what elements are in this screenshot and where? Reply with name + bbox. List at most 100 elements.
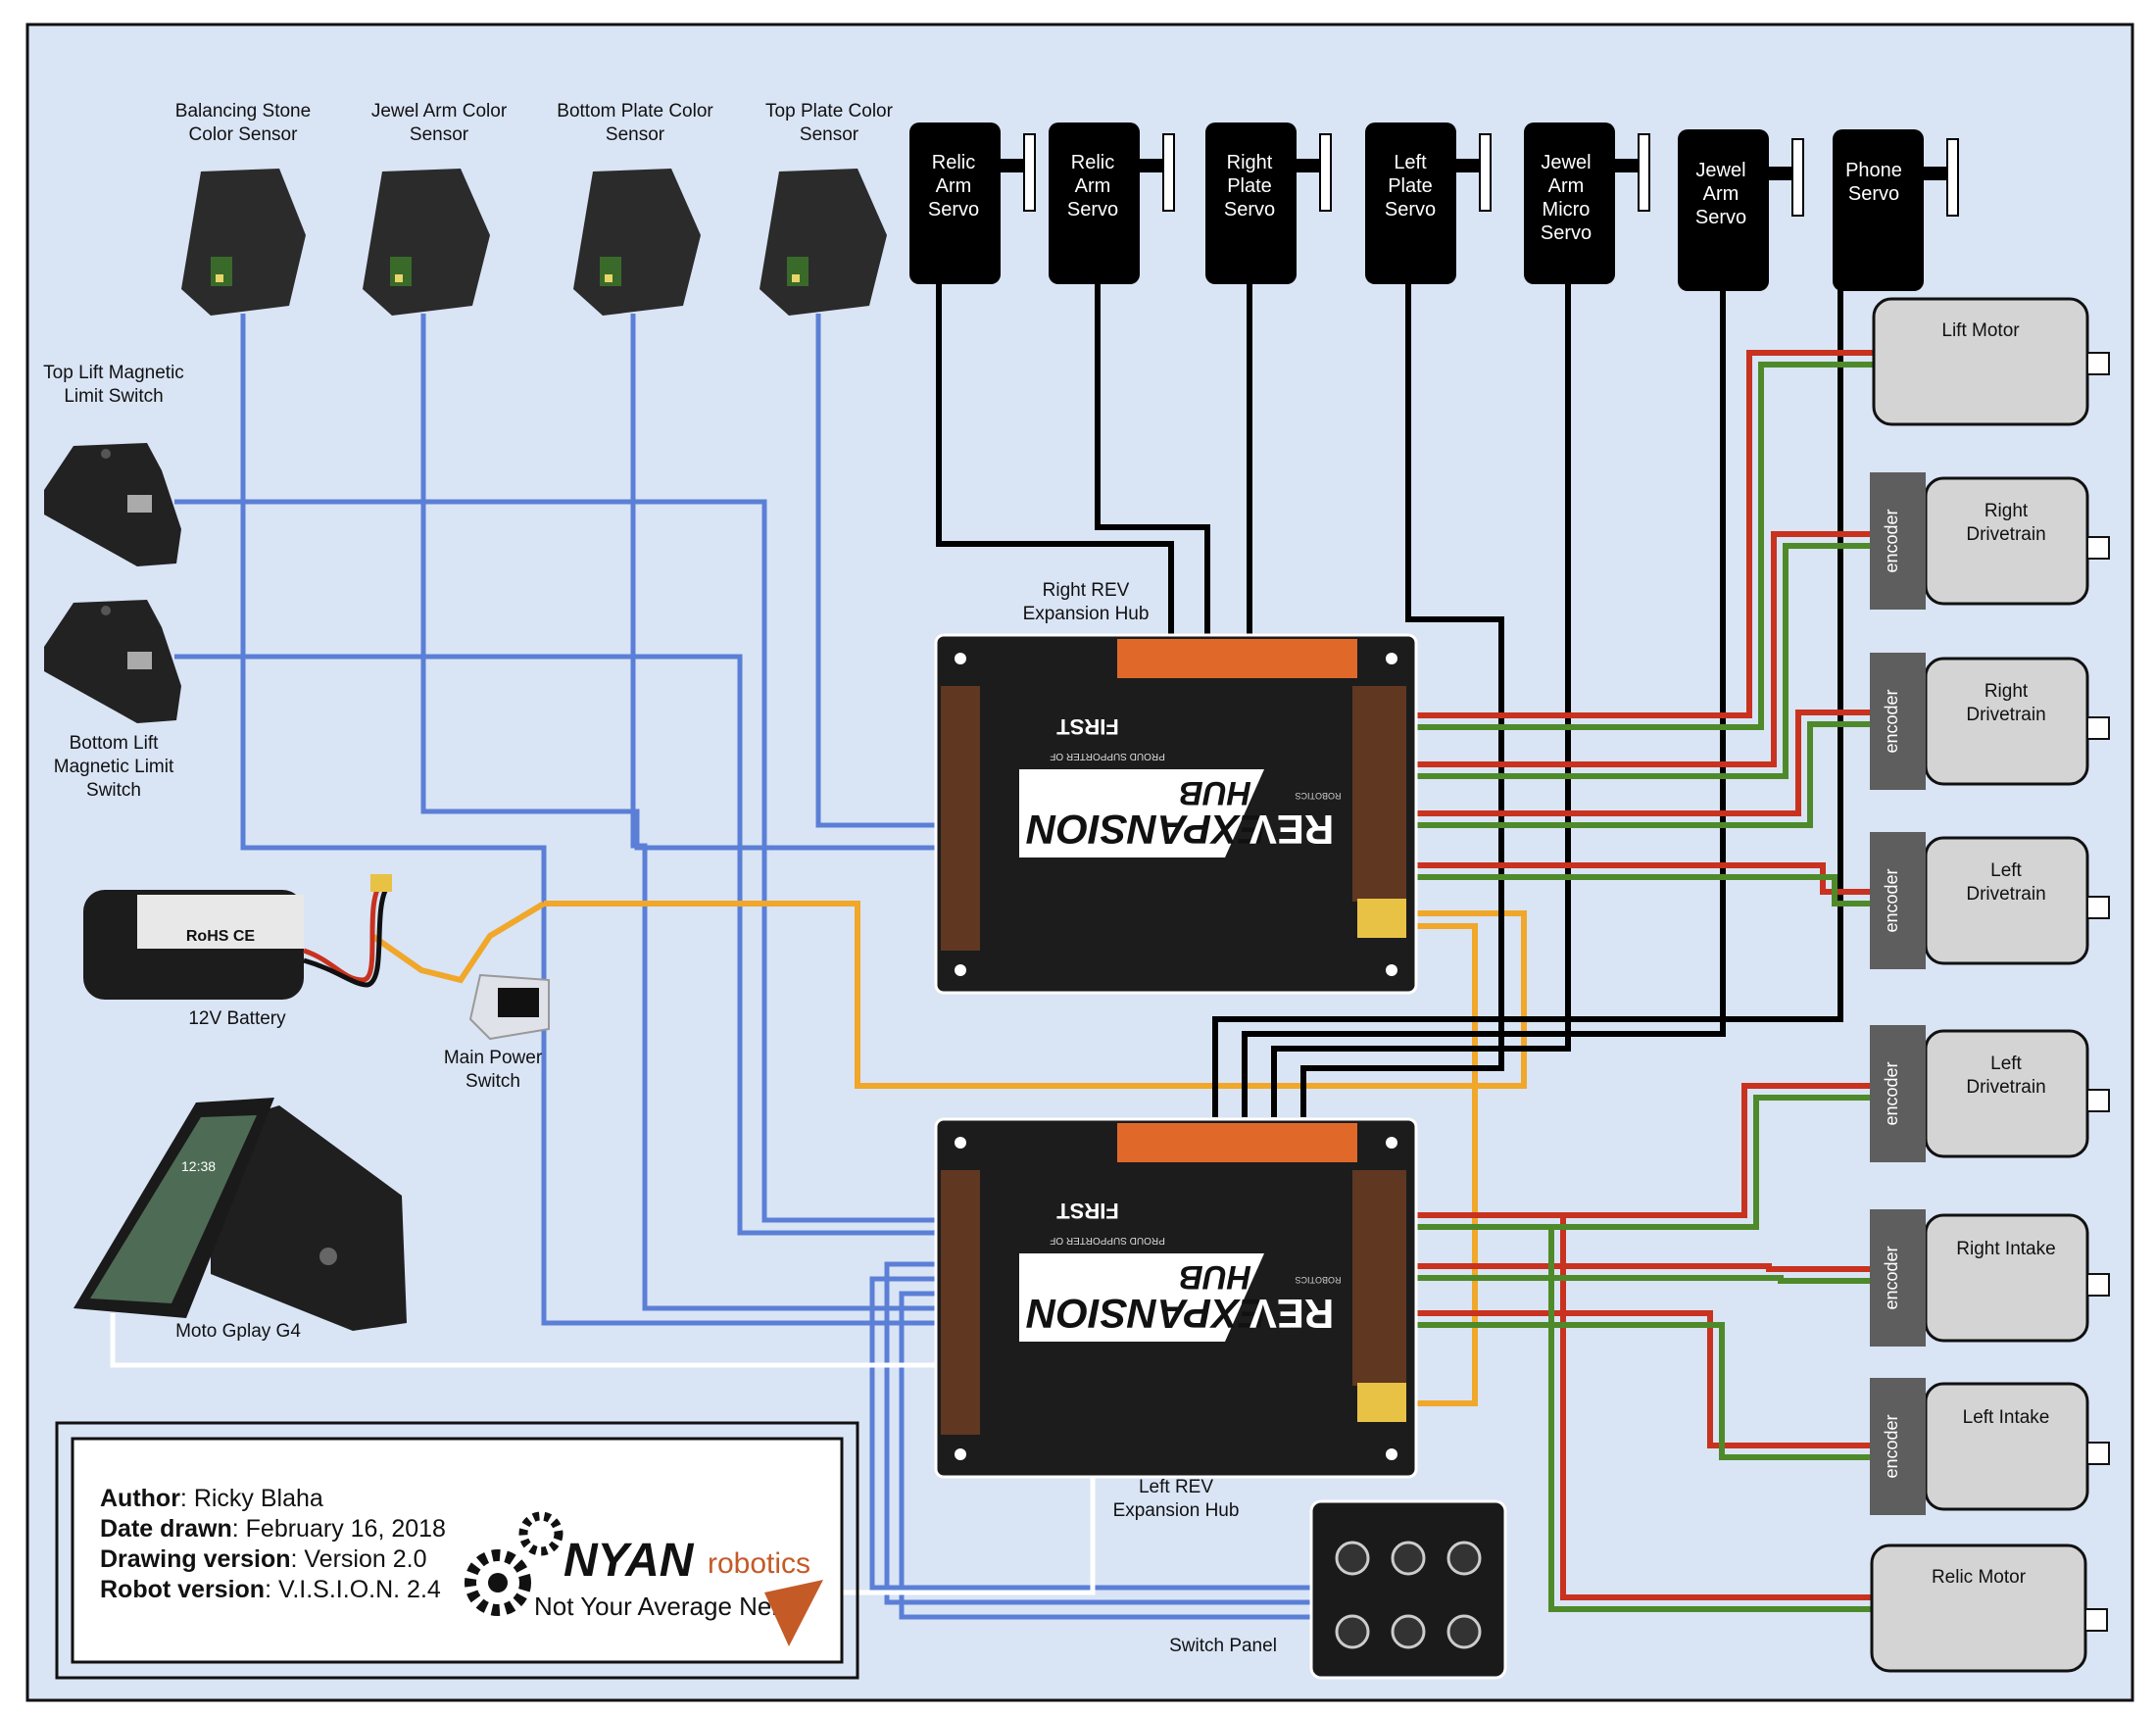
battery: RoHS CE 12V Battery [83,874,392,1029]
motor-left-intake: encoder Left Intake [1870,1378,2110,1515]
svg-text:encoder: encoder [1882,689,1901,753]
servo-relic-arm-2: Relic Arm Servo [1049,122,1175,284]
svg-text:REV: REV [1250,1291,1334,1337]
svg-text:Left: Left [1990,860,2022,881]
svg-text:encoder: encoder [1882,1061,1901,1125]
svg-text:Right REV: Right REV [1043,580,1130,601]
info-date: Date drawn: February 16, 2018 [100,1515,446,1543]
svg-text:Drivetrain: Drivetrain [1966,1077,2045,1098]
svg-text:Bottom Lift: Bottom Lift [70,733,160,754]
motor-wires-green [1411,362,1877,1612]
top-lift-limit-switch: Top Lift Magnetic Limit Switch [43,363,184,566]
svg-text:Arm: Arm [936,175,972,197]
motor-right-drivetrain-2: encoder Right Drivetrain [1870,653,2110,790]
svg-text:encoder: encoder [1882,868,1901,932]
svg-text:Balancing Stone: Balancing Stone [175,101,311,122]
info-robot-version: Robot version: V.I.S.I.O.N. 2.4 [100,1576,441,1603]
info-drawing-version: Drawing version: Version 2.0 [100,1545,426,1573]
svg-text:Color Sensor: Color Sensor [189,124,299,145]
svg-text:PROUD SUPPORTER OF: PROUD SUPPORTER OF [1050,751,1165,761]
svg-text:Servo: Servo [1695,207,1746,228]
info-author: Author: Ricky Blaha [100,1485,323,1512]
svg-text:Sensor: Sensor [606,124,665,145]
svg-text:Bottom Plate Color: Bottom Plate Color [557,101,713,122]
svg-text:HUB: HUB [1179,1258,1251,1296]
svg-text:Sensor: Sensor [800,124,859,145]
svg-text:Right: Right [1984,501,2029,521]
svg-text:Expansion Hub: Expansion Hub [1023,604,1150,624]
svg-text:Servo: Servo [1385,199,1436,220]
svg-text:Top Lift Magnetic: Top Lift Magnetic [43,363,184,383]
svg-text:Servo: Servo [1067,199,1118,220]
svg-text:NYAN: NYAN [564,1535,695,1587]
svg-text:Moto Gplay G4: Moto Gplay G4 [175,1321,301,1342]
servo-phone: Phone Servo [1833,129,1959,291]
bottom-lift-limit-switch: Bottom Lift Magnetic Limit Switch [44,600,181,801]
svg-text:ROBOTICS: ROBOTICS [1295,1275,1341,1285]
servo-left-plate: Left Plate Servo [1365,122,1492,284]
svg-text:Right: Right [1984,681,2029,702]
switch-panel: Switch Panel [1169,1499,1507,1680]
svg-text:FIRST: FIRST [1056,714,1119,739]
svg-text:Relic: Relic [932,152,975,173]
svg-text:Drivetrain: Drivetrain [1966,705,2045,725]
svg-text:RoHS CE: RoHS CE [186,928,256,945]
servo-right-plate: Right Plate Servo [1205,122,1332,284]
svg-text:Drivetrain: Drivetrain [1966,524,2045,545]
svg-text:Servo: Servo [1848,183,1899,205]
svg-text:Phone: Phone [1845,160,1902,181]
svg-text:Expansion Hub: Expansion Hub [1113,1500,1240,1521]
left-expansion-hub: EXPANSION HUB REV ROBOTICS FIRST PROUD S… [934,1117,1418,1521]
svg-text:Jewel: Jewel [1541,152,1591,173]
phone: 12:38 Moto Gplay G4 [74,1098,407,1342]
svg-text:12:38: 12:38 [181,1158,216,1174]
svg-text:Sensor: Sensor [410,124,469,145]
svg-text:Left Intake: Left Intake [1963,1407,2050,1428]
svg-text:Magnetic Limit: Magnetic Limit [54,757,174,777]
svg-text:Relic: Relic [1071,152,1114,173]
svg-text:Left: Left [1990,1054,2022,1074]
svg-text:Left REV: Left REV [1139,1477,1213,1497]
motor-relic: Relic Motor [1870,1544,2108,1673]
svg-text:Left: Left [1394,152,1427,173]
svg-text:Limit Switch: Limit Switch [64,386,163,407]
color-sensor-jewel-arm: Jewel Arm Color Sensor [363,101,508,316]
svg-text:ROBOTICS: ROBOTICS [1295,791,1341,801]
svg-text:Plate: Plate [1227,175,1272,197]
color-sensor-balancing-stone: Balancing Stone Color Sensor [175,101,311,316]
svg-text:Right: Right [1227,152,1273,173]
svg-text:FIRST: FIRST [1056,1199,1119,1223]
motor-lift: Lift Motor [1872,297,2110,426]
svg-text:encoder: encoder [1882,1246,1901,1309]
servo-jewel-arm-micro: Jewel Arm Micro Servo [1524,122,1650,284]
info-box: Author: Ricky Blaha Date drawn: February… [55,1421,859,1680]
svg-text:Relic Motor: Relic Motor [1932,1567,2027,1588]
svg-text:Servo: Servo [1541,222,1592,244]
nyan-robotics-logo: NYAN robotics Not Your Average Nerds [465,1511,823,1646]
svg-text:Arm: Arm [1548,175,1585,197]
servo-relic-arm-1: Relic Arm Servo [909,122,1036,284]
svg-text:Right Intake: Right Intake [1956,1239,2055,1259]
motor-left-drivetrain-2: encoder Left Drivetrain [1870,1025,2110,1162]
svg-text:Micro: Micro [1543,199,1591,220]
svg-text:Main Power: Main Power [444,1048,543,1068]
motor-left-drivetrain-1: encoder Left Drivetrain [1870,832,2110,969]
color-sensor-top-plate: Top Plate Color Sensor [760,101,894,316]
svg-text:Switch: Switch [86,780,141,801]
svg-text:PROUD SUPPORTER OF: PROUD SUPPORTER OF [1050,1235,1165,1246]
servo-jewel-arm: Jewel Arm Servo [1678,129,1804,291]
svg-text:HUB: HUB [1179,774,1251,811]
svg-text:encoder: encoder [1882,1414,1901,1478]
svg-text:Switch: Switch [466,1071,520,1092]
right-expansion-hub: Right REV Expansion Hub EXPANSION HUB RE… [934,580,1418,995]
svg-text:Servo: Servo [928,199,979,220]
svg-text:encoder: encoder [1882,509,1901,572]
svg-text:EXPANSION: EXPANSION [1025,807,1266,853]
servo-wires [936,284,1843,1117]
svg-text:Arm: Arm [1075,175,1111,197]
svg-text:Arm: Arm [1703,183,1740,205]
svg-text:Servo: Servo [1224,199,1275,220]
svg-text:REV: REV [1250,807,1334,853]
svg-text:EXPANSION: EXPANSION [1025,1291,1266,1337]
